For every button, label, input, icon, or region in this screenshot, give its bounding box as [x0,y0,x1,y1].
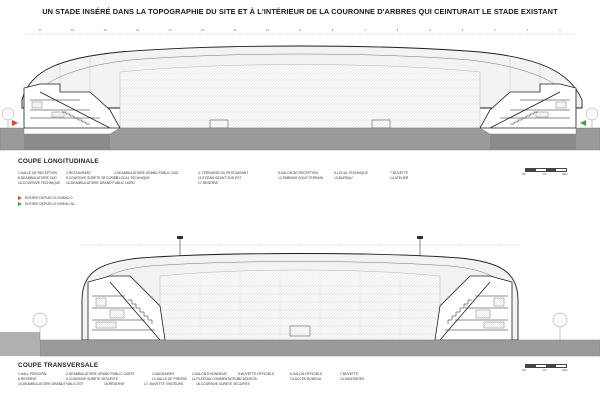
section-title-longitudinal: COUPE LONGITUDINALE [18,158,99,165]
legend-item: 8-DEAMBULATOIRE SUD [18,176,57,181]
legend-item: 5-SALON DE RECEPTION [278,171,318,175]
scale-label: 0m [522,172,527,176]
section-title-transversal: COUPE TRANSVERSALE [18,362,99,369]
grid-label: 13 [169,28,172,32]
legend-item: 12-BODEGA [238,377,257,382]
entry-level-0: ENTREE DEPUIS LE NIVEAU 0 [18,196,72,200]
red-flag-icon [18,196,22,200]
legend-row: 8-RESERVE 9-COURSIVE SURETE SECURITE 10-… [18,377,370,382]
entry-label: ENTREE DEPUIS LE NIVEAU N1 [25,202,75,206]
legend-item: 14-ATELIER [390,176,409,181]
grid-label: 16 [71,28,74,32]
legend-row: 8-DEAMBULATOIRE SUD 9-COURSIVE SURETE SE… [18,176,420,181]
grid-label: 1 [559,28,561,32]
page-title: UN STADE INSÉRÉ DANS LA TOPOGRAPHIE DU S… [42,7,558,16]
scale-bar-transversal [525,364,567,368]
legend-item: 13-BUREAU [334,176,353,181]
legend-item: 6-SALON OFFICIELS [290,372,323,376]
grid-label: 9 [299,28,301,32]
grid-label: 11 [234,28,237,32]
right-stand-section [479,83,577,129]
legend-item: 16-RESERVE [104,382,125,387]
entry-level-1: ENTREE DEPUIS LE NIVEAU N1 [18,202,75,206]
entry-label: ENTREE DEPUIS LE NIVEAU 0 [25,196,73,200]
legend-item: 4-SALON D'HONNEUR [192,372,227,376]
legend-item: 10-LOCAL TECHNIQUE [114,176,150,181]
east-stand-section [434,275,513,341]
legend-transversal: 1-HALL PRINCIPAL 2-DEAMBULATOIRE GRAND P… [18,372,370,388]
legend-item: 9-COURSIVE SURETE SECURITE [66,176,119,181]
legend-item: 3-SANITAIRES [152,372,175,376]
legend-item: 16-DEAMBULATOIRE GRAND PUBLIC NORD [66,181,135,186]
legend-row: 1-HALL PRINCIPAL 2-DEAMBULATOIRE GRAND P… [18,372,370,377]
longitudinal-section-drawing [0,32,600,151]
grid-label: 14 [136,28,139,32]
scale-label: 20m [562,172,568,176]
west-stand-section [87,275,166,341]
grid-label: 10 [266,28,269,32]
legend-item: 11-ECRAN GEANT SUD EST [198,176,242,181]
scale-label: 10 [543,172,547,176]
legend-item: 1-HALL PRINCIPAL [18,372,48,376]
grid-label: 12 [201,28,204,32]
legend-item: 15-DEAMBULATOIRE GRAND PUBLIC EST [18,382,84,387]
scale-label: 0m [522,368,527,372]
green-flag-icon [18,202,22,206]
grid-label: 3 [494,28,496,32]
grid-label: 7 [364,28,366,32]
legend-item: 8-RESERVE [18,377,37,382]
grid-label: 2 [527,28,529,32]
scale-label: 20m [562,368,568,372]
legend-item: 5-BUVETTE OFFICIELS [238,372,275,376]
legend-item: 14-SANITAIRES [340,377,365,382]
legend-item: 6-LOCAL TECHNIQUE [334,171,368,175]
grid-label: 6 [397,28,399,32]
grid-label: 15 [104,28,107,32]
legend-row: 15-DEAMBULATOIRE GRAND PUBLIC EST 16-RES… [18,382,370,387]
legend-item: 4- TERRASSE DU RESTAURANT [198,171,249,175]
legend-item: 2-RESTAURANT [66,171,92,175]
transversal-section-drawing [0,236,600,357]
legend-row: 15-COURSIVE TECHNIQUE 16-DEAMBULATOIRE G… [18,181,420,186]
grid-label: 8 [332,28,334,32]
legend-item: 12-PARKING SOUS TERRAIN [278,176,323,181]
legend-longitudinal: 1-SALLE DE RECEPTION 2-RESTAURANT 3-DEAM… [18,171,420,187]
scale-label: 10 [543,368,547,372]
legend-item: 11-PLATEAU COMMENTATEUR [192,377,240,382]
legend-item: 17-RESERVE [198,181,219,186]
legend-item: 18-COURSIVE SURETE SECURITE [196,382,250,387]
legend-item: 1-SALLE DE RECEPTION [18,171,57,175]
legend-item: 7-BUVETTE [340,372,359,376]
grid-label: 5 [429,28,431,32]
legend-item: 17- BUVETTE VISITEURS [144,382,184,387]
legend-item: 13-ACCES BODEGA [290,377,322,382]
scale-bar-longitudinal [525,168,567,172]
legend-item: 3-DEAMBULATOIRE GRAND PUBLIC SUD [114,171,179,175]
legend-row: 1-SALLE DE RECEPTION 2-RESTAURANT 3-DEAM… [18,171,420,176]
legend-item: 9-COURSIVE SURETE SECURITE [66,377,119,382]
grid-label: 17 [39,28,42,32]
left-stand-section [23,83,121,129]
legend-item: 2-DEAMBULATOIRE GRAND PUBLIC OUEST [66,372,135,376]
grid-label: 4 [462,28,464,32]
legend-item: 10-SALLE DE PRESSE [152,377,187,382]
legend-item: 7-BUVETTE [390,171,409,175]
legend-item: 15-COURSIVE TECHNIQUE [18,181,61,186]
